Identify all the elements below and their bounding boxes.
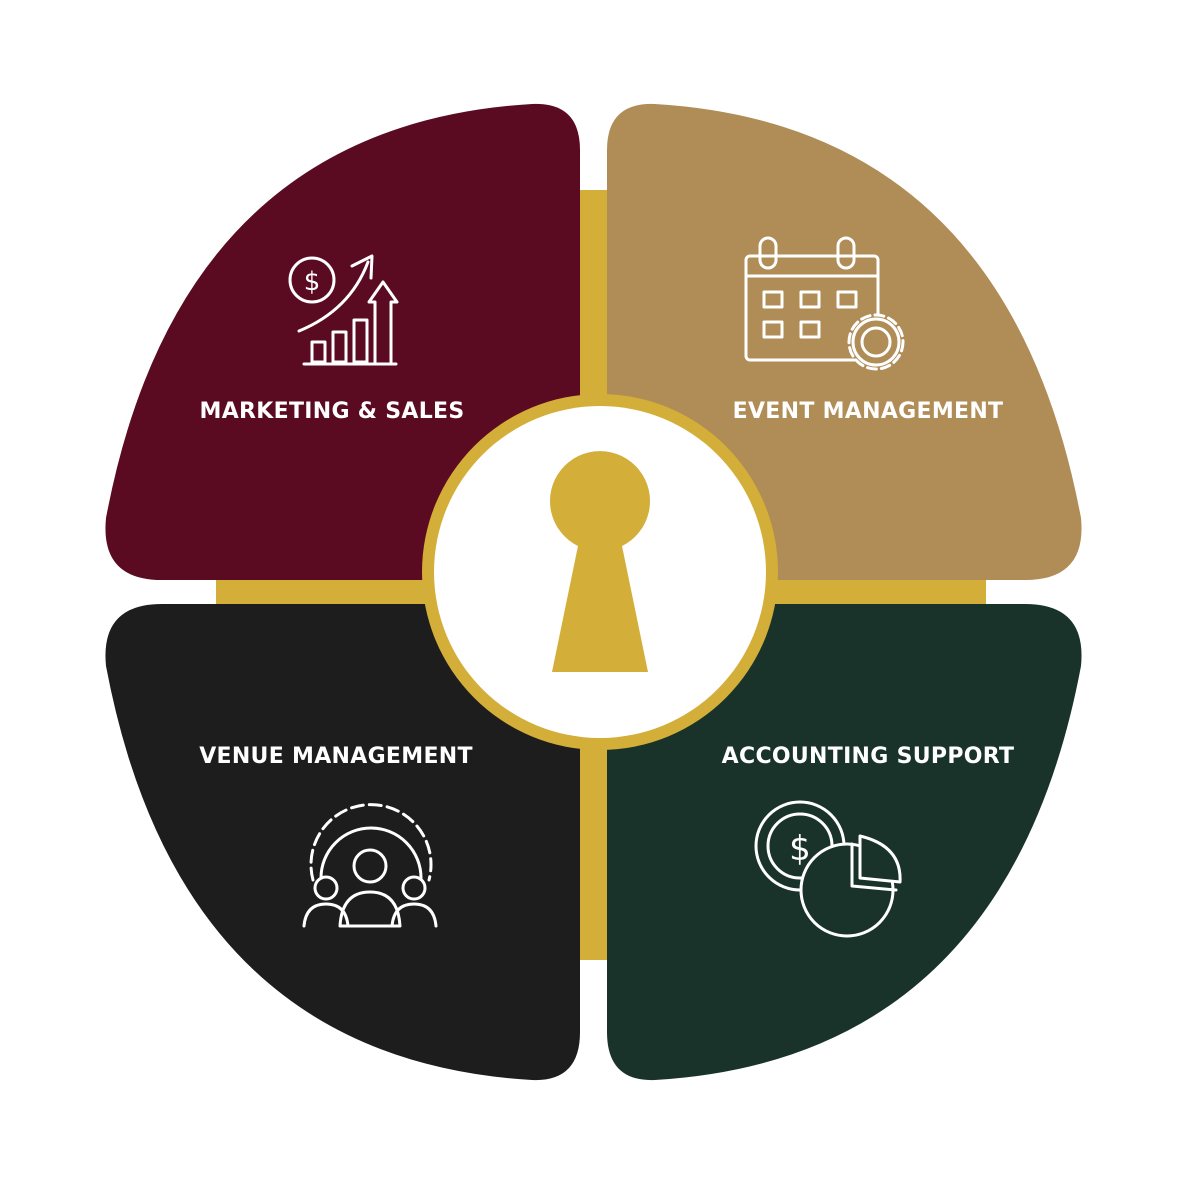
center-hub [422,394,778,750]
keyhole-icon [549,451,650,672]
calendar-gear-icon [744,236,905,371]
coins-pie-chart-icon: $ [754,800,902,938]
label-event-management: EVENT MANAGEMENT [733,399,1004,424]
svg-text:$: $ [304,267,321,297]
svg-text:$: $ [789,829,811,869]
team-gear-icon [302,803,438,928]
label-venue-management: VENUE MANAGEMENT [199,744,473,769]
quadrant-venue-management[interactable] [105,604,581,1081]
sales-growth-chart-icon: $ [288,254,399,366]
label-marketing-sales: MARKETING & SALES [200,399,465,424]
label-accounting-support: ACCOUNTING SUPPORT [722,744,1015,769]
